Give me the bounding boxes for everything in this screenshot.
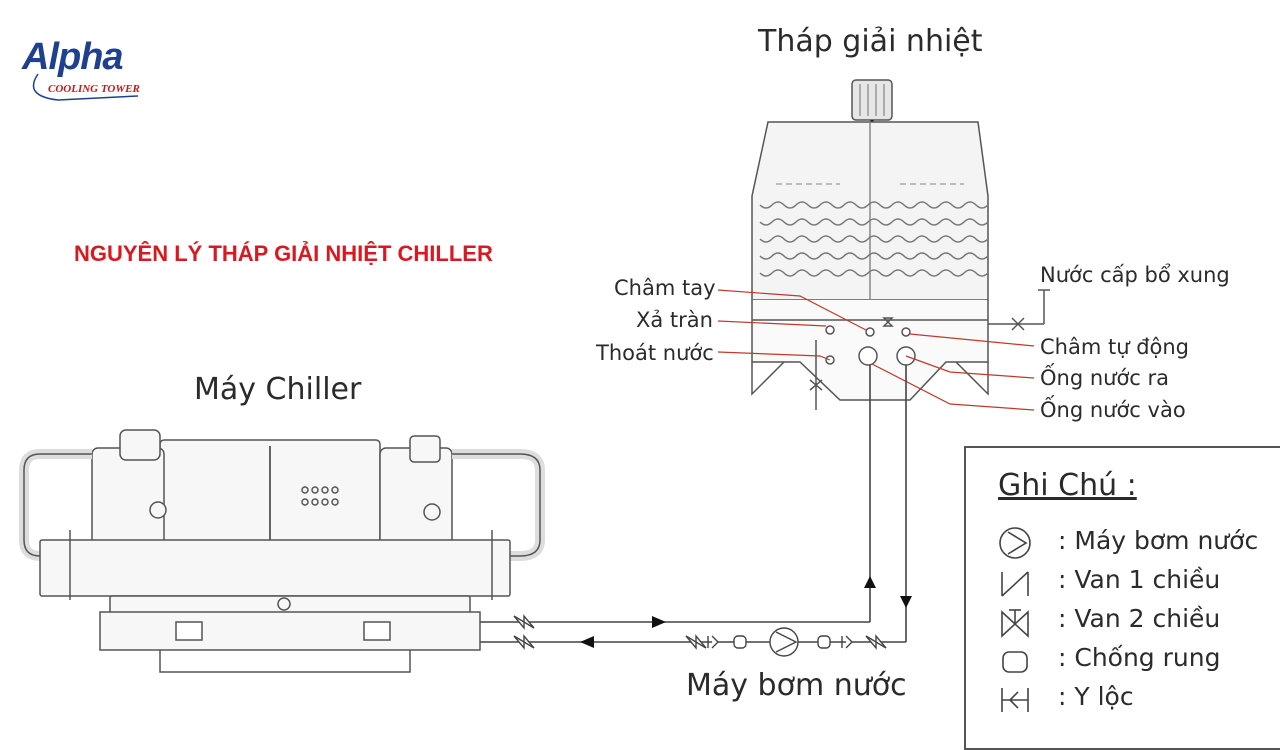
tower-title: Tháp giải nhiệt	[758, 24, 983, 59]
logo-swoosh-icon	[32, 73, 139, 101]
y-strainer-icon	[1001, 688, 1029, 712]
company-logo: Alpha COOLING TOWER	[18, 36, 148, 108]
drain-label: Thoát nước	[596, 341, 714, 365]
fan-motor	[851, 79, 893, 121]
legend-item-check-valve: : Van 1 chiều	[1058, 565, 1221, 594]
legend-item-pump: : Máy bơm nước	[1058, 526, 1259, 555]
system-diagram	[19, 79, 1050, 673]
flow-arrows	[580, 576, 912, 648]
pump-assembly	[685, 627, 887, 657]
chiller-valves	[513, 614, 535, 650]
legend-panel: Ghi Chú : : Máy bơm nước : Van 1 chiều :…	[964, 446, 1280, 750]
leader-lines	[717, 289, 1035, 411]
chiller-title: Máy Chiller	[194, 372, 362, 407]
pump-title: Máy bơm nước	[686, 668, 907, 703]
outlet-pipe-label: Ống nước ra	[1040, 366, 1170, 390]
cooling-tower	[751, 79, 989, 410]
inlet-pipe-label: Ống nước vào	[1040, 398, 1186, 422]
legend-item-gate-valve: : Van 2 chiều	[1058, 604, 1221, 633]
makeup-water-label: Nước cấp bổ xung	[1040, 263, 1230, 287]
page-headline: NGUYÊN LÝ THÁP GIẢI NHIỆT CHILLER	[74, 241, 493, 266]
pump-icon	[999, 527, 1031, 559]
check-valve-icon	[1001, 571, 1029, 597]
legend-item-anti-vibration: : Chống rung	[1058, 643, 1221, 672]
legend-item-y-strainer: : Y lộc	[1058, 682, 1134, 711]
legend-title: Ghi Chú :	[998, 468, 1137, 503]
logo-tagline: COOLING TOWER	[48, 83, 140, 95]
manual-fill-label: Châm tay	[614, 276, 716, 300]
makeup-water-line	[988, 289, 1050, 331]
anti-vibration-icon	[1002, 651, 1028, 673]
logo-brand: Alpha	[22, 36, 124, 78]
gate-valve-icon	[1001, 609, 1029, 638]
auto-fill-label: Châm tự động	[1040, 335, 1190, 359]
chiller-machine	[19, 429, 545, 673]
overflow-label: Xả tràn	[636, 308, 713, 332]
